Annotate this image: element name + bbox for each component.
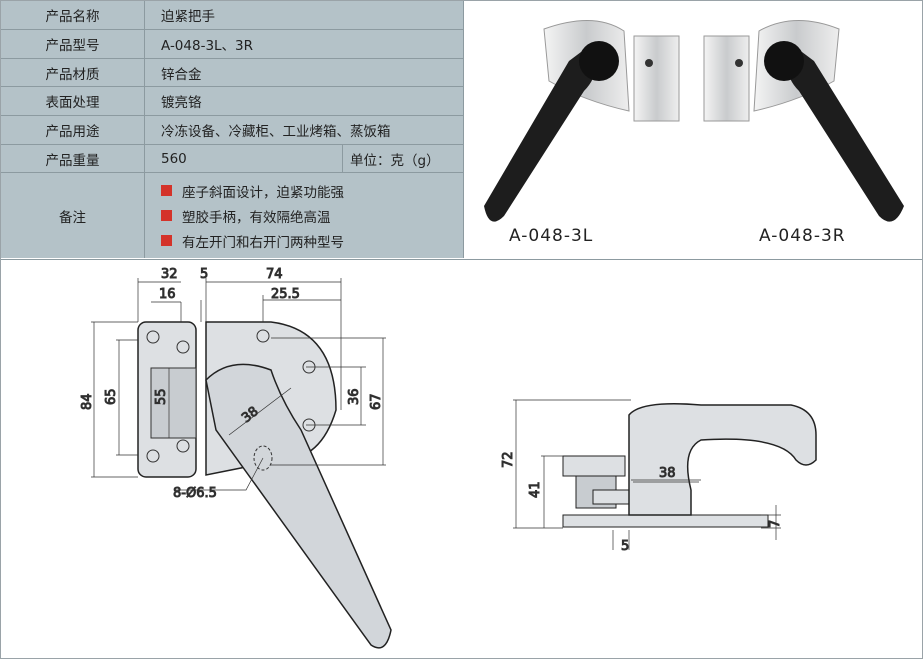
product-photo: A-048-3L A-048-3R xyxy=(463,1,922,258)
technical-drawing: 32 5 74 16 25.5 84 65 55 38 36 67 8-Ø6.5… xyxy=(1,259,922,658)
right-handle-photo xyxy=(703,20,904,222)
row-value: A-048-3L、3R xyxy=(161,38,254,54)
row-label: 产品名称 xyxy=(1,1,145,29)
spec-table: 产品名称迫紧把手 产品型号 A-048-3L、3R 产品材质锌合金 表面处理镀亮铬… xyxy=(1,1,463,258)
dim-16: 16 xyxy=(159,287,176,302)
dim-72: 72 xyxy=(501,451,516,468)
bullet-icon xyxy=(161,185,172,196)
dim-55: 55 xyxy=(154,388,169,405)
row-label: 表面处理 xyxy=(1,87,145,115)
note-text: 塑胶手柄，有效隔绝高温 xyxy=(182,209,331,226)
dim-32: 32 xyxy=(161,267,178,282)
left-model-label: A-048-3L xyxy=(509,226,594,246)
dim-5: 5 xyxy=(200,267,208,282)
bullet-icon xyxy=(161,235,172,246)
front-view xyxy=(91,278,392,649)
row-label: 产品材质 xyxy=(1,59,145,86)
row-value: 迫紧把手 xyxy=(161,9,215,25)
dimension-drawing: 32 5 74 16 25.5 84 65 55 38 36 67 8-Ø6.5… xyxy=(80,267,817,649)
dim-7: 7 xyxy=(768,520,783,528)
notes-label: 备注 xyxy=(1,173,145,258)
dim-5-side: 5 xyxy=(621,539,629,554)
right-model-label: A-048-3R xyxy=(759,226,846,246)
dim-36: 36 xyxy=(347,388,362,405)
side-view xyxy=(513,399,817,550)
row-value: 镀亮铬 xyxy=(161,95,202,111)
dim-74: 74 xyxy=(266,267,283,282)
handle-photos xyxy=(484,20,904,222)
row-value: 560 xyxy=(161,150,187,167)
note-item: 座子斜面设计，迫紧功能强 xyxy=(161,181,344,201)
spec-row-usage: 产品用途冷冻设备、冷藏柜、工业烤箱、蒸饭箱 xyxy=(1,116,463,145)
bullet-icon xyxy=(161,210,172,221)
row-label: 产品重量 xyxy=(1,145,145,172)
row-label: 产品型号 xyxy=(1,30,145,58)
note-text: 座子斜面设计，迫紧功能强 xyxy=(182,184,344,201)
weight-unit: 单位：克（g） xyxy=(342,145,463,172)
note-item: 塑胶手柄，有效隔绝高温 xyxy=(161,206,344,226)
spec-row-notes: 备注 座子斜面设计，迫紧功能强 塑胶手柄，有效隔绝高温 有左开门和右开门两种型号 xyxy=(1,173,463,258)
dim-25-5: 25.5 xyxy=(271,287,300,302)
dim-67: 67 xyxy=(369,393,384,410)
note-text: 有左开门和右开门两种型号 xyxy=(182,234,344,251)
dim-84: 84 xyxy=(80,393,95,410)
spec-row-name: 产品名称迫紧把手 xyxy=(1,1,463,30)
note-item: 有左开门和右开门两种型号 xyxy=(161,231,344,251)
row-value: 冷冻设备、冷藏柜、工业烤箱、蒸饭箱 xyxy=(161,124,391,140)
row-label: 产品用途 xyxy=(1,116,145,144)
dim-65: 65 xyxy=(104,388,119,405)
spec-row-weight: 产品重量 560 单位：克（g） xyxy=(1,145,463,173)
dim-41: 41 xyxy=(528,481,543,498)
spec-row-material: 产品材质锌合金 xyxy=(1,59,463,87)
spec-row-finish: 表面处理镀亮铬 xyxy=(1,87,463,116)
dim-holes: 8-Ø6.5 xyxy=(173,486,217,501)
spec-row-model: 产品型号 A-048-3L、3R xyxy=(1,30,463,59)
dim-38-side: 38 xyxy=(659,466,676,481)
left-handle-photo xyxy=(484,20,680,222)
row-value: 锌合金 xyxy=(161,66,202,83)
